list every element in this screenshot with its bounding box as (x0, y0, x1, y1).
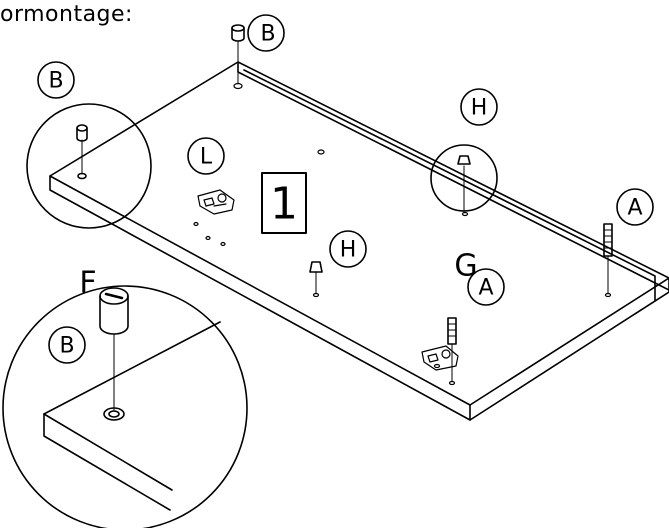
detail-circle-left (26, 103, 152, 229)
bracket-l-top (197, 189, 235, 215)
label-circle-b-detail (48, 326, 86, 364)
label-circle-b-left (37, 61, 75, 99)
dowel-a-bottom (447, 317, 457, 382)
bracket-l-bottom (421, 345, 459, 371)
label-h-top: H (471, 96, 488, 121)
label-a-bottom: A (478, 276, 493, 301)
label-circle-l (187, 137, 225, 175)
fitting-h-mid (309, 261, 323, 294)
cam-fitting-b-top (231, 24, 245, 85)
label-circle-h-mid (329, 230, 367, 268)
label-circle-a-bottom (467, 268, 505, 306)
detail-circle-h (430, 144, 498, 213)
label-l: L (200, 145, 213, 170)
dowel-a-right (603, 223, 613, 294)
label-h-mid: H (340, 238, 357, 263)
label-b-detail: B (59, 334, 74, 359)
label-g: G (454, 249, 477, 284)
page-title: ormontage: (0, 2, 133, 27)
label-circle-a-right (616, 188, 654, 226)
label-b-top: B (260, 22, 275, 47)
label-circle-h-top (460, 88, 498, 126)
label-f: F (79, 266, 96, 301)
detail-circle-f (2, 285, 248, 528)
label-a-right: A (627, 196, 642, 221)
panel-holes (193, 82, 612, 386)
label-b-left: B (48, 69, 63, 94)
step-number: 1 (270, 179, 298, 230)
label-circle-b-top (247, 14, 285, 52)
step-number-box (261, 172, 307, 234)
panel-board (49, 61, 669, 421)
